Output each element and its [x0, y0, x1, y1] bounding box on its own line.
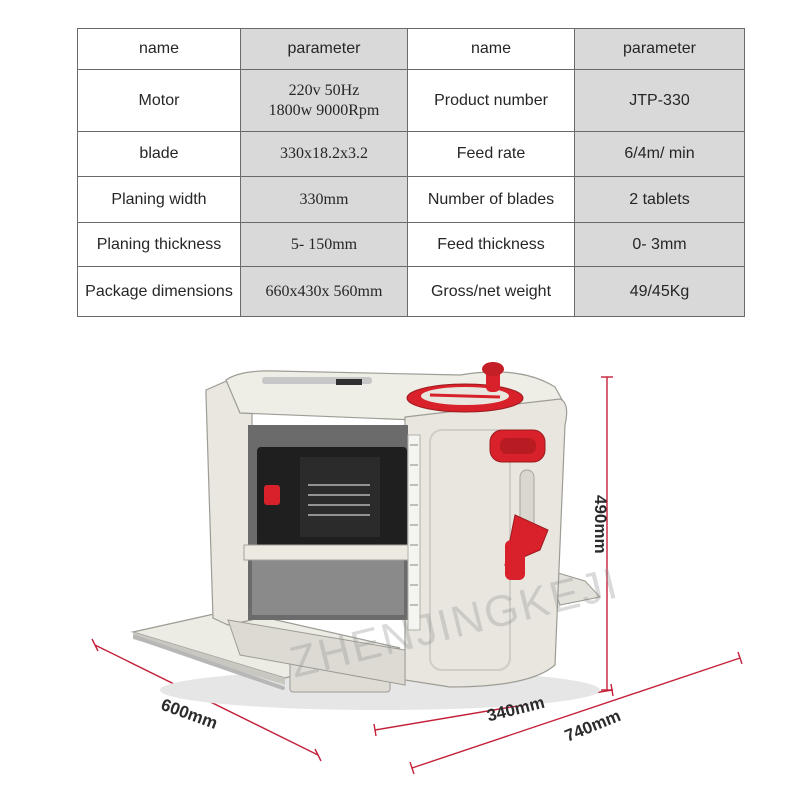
row-value-left: 660x430x 560mm	[240, 266, 408, 317]
height-dimension-label: 490mm	[591, 495, 610, 554]
table-header-row: name parameter name parameter	[77, 28, 745, 70]
red-controls	[264, 362, 549, 580]
row-name-left: Motor	[77, 69, 241, 132]
header-parameter-2: parameter	[574, 28, 745, 70]
row-name-left: Planing width	[77, 176, 241, 223]
motor-value-line-2: 1800w 9000Rpm	[268, 101, 380, 119]
row-value-right: 2 tablets	[574, 176, 745, 223]
machine-body	[205, 370, 568, 688]
row-value-right: 6/4m/ min	[574, 131, 745, 177]
table-row: Planing width 330mm Number of blades 2 t…	[77, 176, 745, 223]
row-value-left: 220v 50Hz 1800w 9000Rpm	[240, 69, 408, 132]
row-name-left: Planing thickness	[77, 222, 241, 267]
row-value-right: 49/45Kg	[574, 266, 745, 317]
row-name-right: Feed rate	[407, 131, 575, 177]
row-value-left: 5- 150mm	[240, 222, 408, 267]
table-row: blade 330x18.2x3.2 Feed rate 6/4m/ min	[77, 131, 745, 177]
table-row: Package dimensions 660x430x 560mm Gross/…	[77, 266, 745, 317]
row-value-left: 330mm	[240, 176, 408, 223]
row-name-right: Number of blades	[407, 176, 575, 223]
row-name-right: Product number	[407, 69, 575, 132]
row-name-right: Feed thickness	[407, 222, 575, 267]
row-value-left: 330x18.2x3.2	[240, 131, 408, 177]
motor-value-line-1: 220v 50Hz	[288, 81, 360, 99]
header-name-1: name	[77, 28, 241, 70]
row-value-right: 0- 3mm	[574, 222, 745, 267]
header-name-2: name	[407, 28, 575, 70]
header-parameter-1: parameter	[240, 28, 408, 70]
row-name-left: blade	[77, 131, 241, 177]
planer-illustration	[91, 362, 743, 775]
row-name-right: Gross/net weight	[407, 266, 575, 317]
table-row: Motor 220v 50Hz 1800w 9000Rpm Product nu…	[77, 69, 745, 132]
row-name-left: Package dimensions	[77, 266, 241, 317]
row-value-right: JTP-330	[574, 69, 745, 132]
spec-table: name parameter name parameter Motor 220v…	[77, 28, 745, 317]
table-row: Planing thickness 5- 150mm Feed thicknes…	[77, 222, 745, 267]
